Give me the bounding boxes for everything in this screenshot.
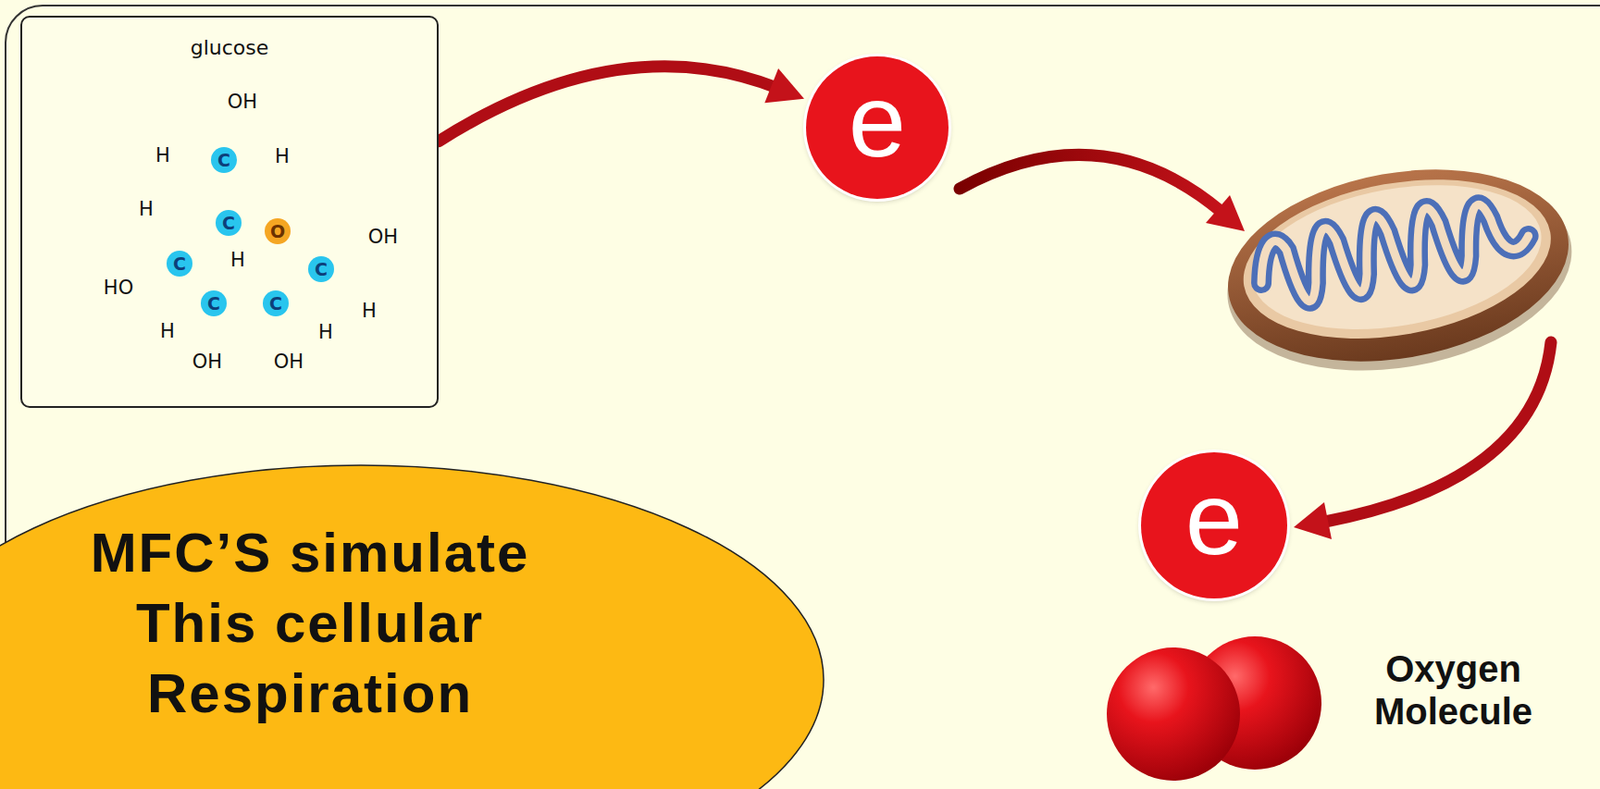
electron-symbol: e: [848, 69, 906, 174]
carbon-atom: C: [200, 290, 227, 317]
carbon-atom: C: [308, 256, 335, 283]
atom-label: OH: [192, 350, 223, 373]
flow-arrow: [959, 154, 1245, 232]
flow-arrow: [1293, 342, 1551, 540]
carbon-atom: C: [210, 147, 237, 174]
atom-label: H: [230, 248, 246, 272]
atom-symbol: C: [314, 260, 328, 279]
electron-circle: e: [806, 56, 949, 199]
atom-label: H: [361, 299, 377, 323]
atom-label: H: [138, 198, 154, 221]
atom-symbol: C: [207, 295, 221, 313]
atom-label: OH: [368, 225, 398, 249]
atom-label: OH: [273, 350, 304, 373]
atom-label: H: [318, 321, 334, 344]
callout-ellipse: MFC’S simulate This cellular Respiration: [37, 518, 583, 730]
molecule-box: glucoseC C O C C C C: [20, 15, 439, 409]
atom-symbol: C: [269, 295, 283, 313]
oxygen-atom: O: [264, 218, 291, 245]
atom-symbol: C: [222, 214, 236, 233]
atom-label: H: [155, 144, 171, 167]
oxygen-molecule: [1106, 636, 1322, 782]
carbon-atom: C: [262, 290, 289, 317]
atom-label: OH: [227, 90, 258, 113]
callout-text: MFC’S simulate This cellular Respiration: [37, 518, 583, 730]
atom-label: HO: [103, 276, 134, 299]
atom-label: H: [160, 320, 175, 343]
mitochondrion: [1210, 144, 1588, 397]
box-heading: glucose: [22, 36, 437, 60]
electron-circle: e: [1141, 452, 1288, 599]
electron-symbol: e: [1185, 467, 1243, 571]
flow-arrow: [438, 66, 805, 142]
carbon-atom: C: [166, 250, 193, 277]
atom-symbol: C: [217, 151, 231, 170]
molecule-label: Oxygen Molecule: [1358, 647, 1549, 733]
atom-symbol: C: [173, 255, 187, 273]
atom-label: H: [274, 145, 290, 168]
carbon-atom: C: [215, 210, 242, 236]
callout-ellipse: [0, 465, 824, 789]
atom-symbol: O: [270, 223, 286, 241]
